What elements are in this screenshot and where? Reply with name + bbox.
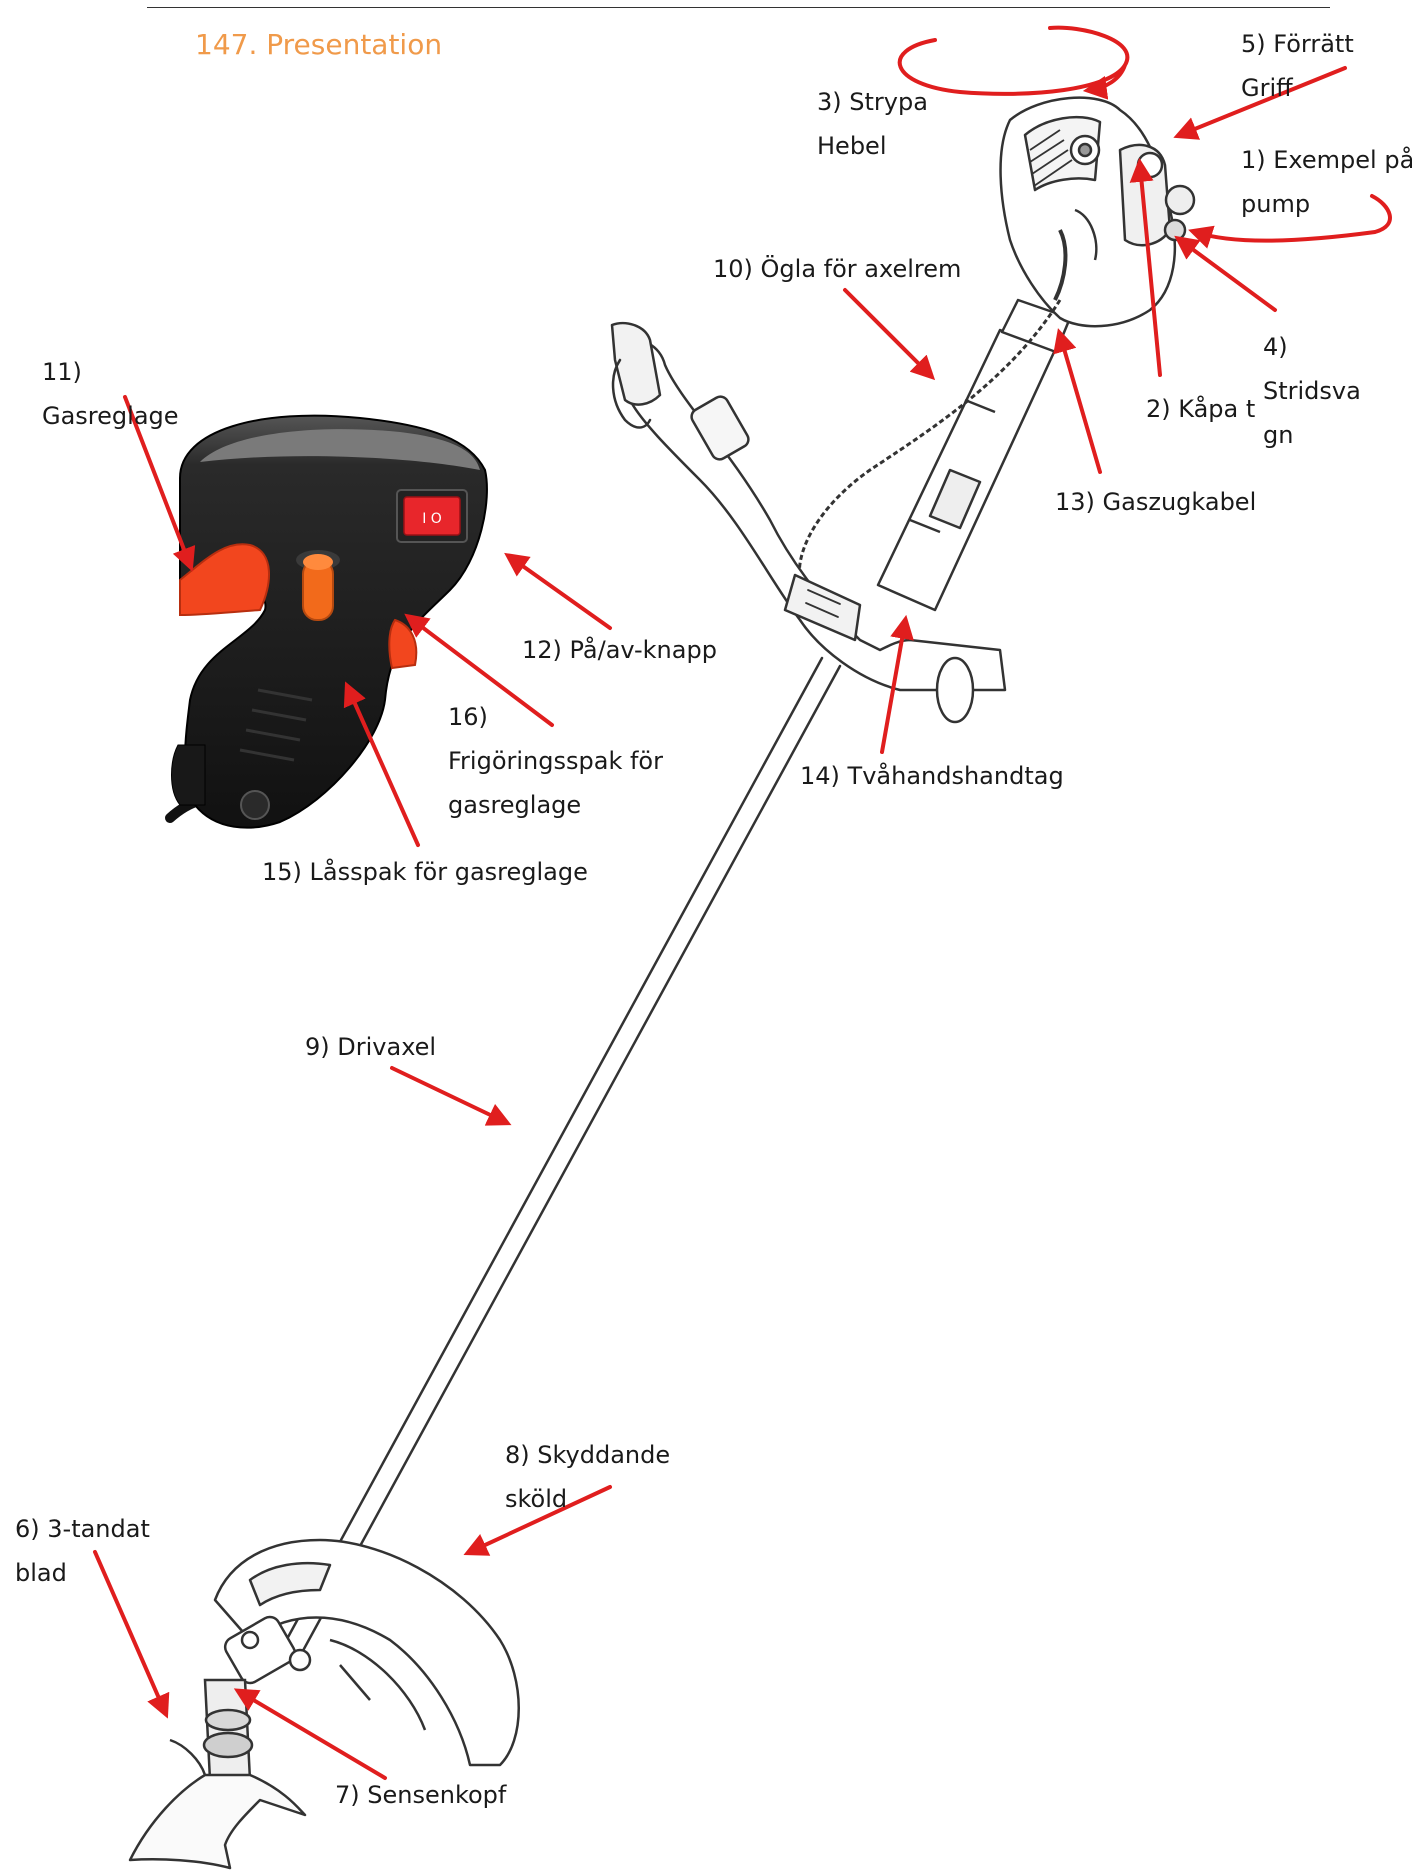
- arrow-8: [463, 1485, 612, 1556]
- label-1-pump: 1) Exempel på pump: [1241, 146, 1412, 218]
- three-tooth-blade: [128, 1738, 307, 1870]
- header-rule: [147, 7, 1330, 8]
- arrow-9: [390, 1066, 512, 1126]
- label-6-blade: 6) 3-tandat blad: [15, 1515, 150, 1587]
- label-10-strap-loop: 10) Ögla för axelrem: [713, 255, 962, 283]
- label-9-drive-shaft: 9) Drivaxel: [305, 1033, 437, 1061]
- arrow-13: [1053, 328, 1102, 474]
- arrow-15: [343, 681, 420, 847]
- engine-unit: [999, 96, 1196, 328]
- section-title: 147. Presentation: [195, 28, 443, 61]
- label-3-choke-lever: 3) Strypa Hebel: [817, 88, 928, 160]
- upper-shaft-housing: [876, 298, 1072, 612]
- label-12-on-off-button: 12) På/av-knapp: [522, 636, 717, 664]
- on-off-switch-glyphs: I O: [422, 511, 442, 527]
- handle-body: [179, 414, 488, 829]
- label-5-prime-grip: 5) Förrätt Griff: [1241, 30, 1354, 102]
- drive-shaft: [279, 656, 842, 1660]
- pump-rotation-arrow: [1188, 194, 1392, 249]
- label-16-release-lever: 16) Frigöringsspak för gasreglage: [448, 703, 663, 819]
- throttle-cable: [797, 299, 1062, 581]
- label-8-guard: 8) Skyddande sköld: [505, 1441, 671, 1513]
- two-hand-handlebar: [610, 321, 1007, 724]
- throttle-trigger: [179, 543, 270, 617]
- arrow-14: [880, 614, 914, 754]
- handle-bottom-boss: [240, 790, 270, 820]
- handle-grip-ridges: [239, 688, 313, 762]
- arrow-16: [404, 613, 554, 727]
- gear-head: [202, 1615, 312, 1782]
- arrow-10: [843, 288, 936, 381]
- arrow-4: [1174, 235, 1277, 312]
- arrow-5: [1173, 66, 1347, 140]
- label-15-lock-lever: 15) Låsspak för gasreglage: [262, 858, 588, 886]
- arrow-12: [504, 552, 612, 630]
- arrow-7: [233, 1688, 387, 1780]
- label-4-ignition: 4) Stridsva gn: [1263, 333, 1361, 449]
- callout-arrows: [93, 66, 1347, 1780]
- choke-rotation-arrow: [897, 25, 1130, 94]
- handle-top-highlight: [200, 429, 480, 470]
- arrow-6: [93, 1550, 170, 1719]
- label-2-cover: 2) Kåpa t: [1146, 395, 1256, 423]
- arrow-11: [123, 395, 196, 572]
- rotation-arrows: [897, 25, 1392, 249]
- label-13-throttle-cable: 13) Gaszugkabel: [1055, 488, 1257, 516]
- handle-strap-lug: [171, 744, 206, 806]
- throttle-handle-closeup: I O: [165, 414, 488, 829]
- protective-guard: [213, 1538, 520, 1767]
- on-off-switch: [403, 496, 461, 536]
- label-14-handlebar: 14) Tvåhandshandtag: [800, 762, 1064, 790]
- label-7-head: 7) Sensenkopf: [335, 1781, 507, 1809]
- lock-button-top: [303, 554, 333, 570]
- label-11-throttle: 11) Gasreglage: [42, 358, 179, 430]
- arrow-2: [1129, 157, 1162, 377]
